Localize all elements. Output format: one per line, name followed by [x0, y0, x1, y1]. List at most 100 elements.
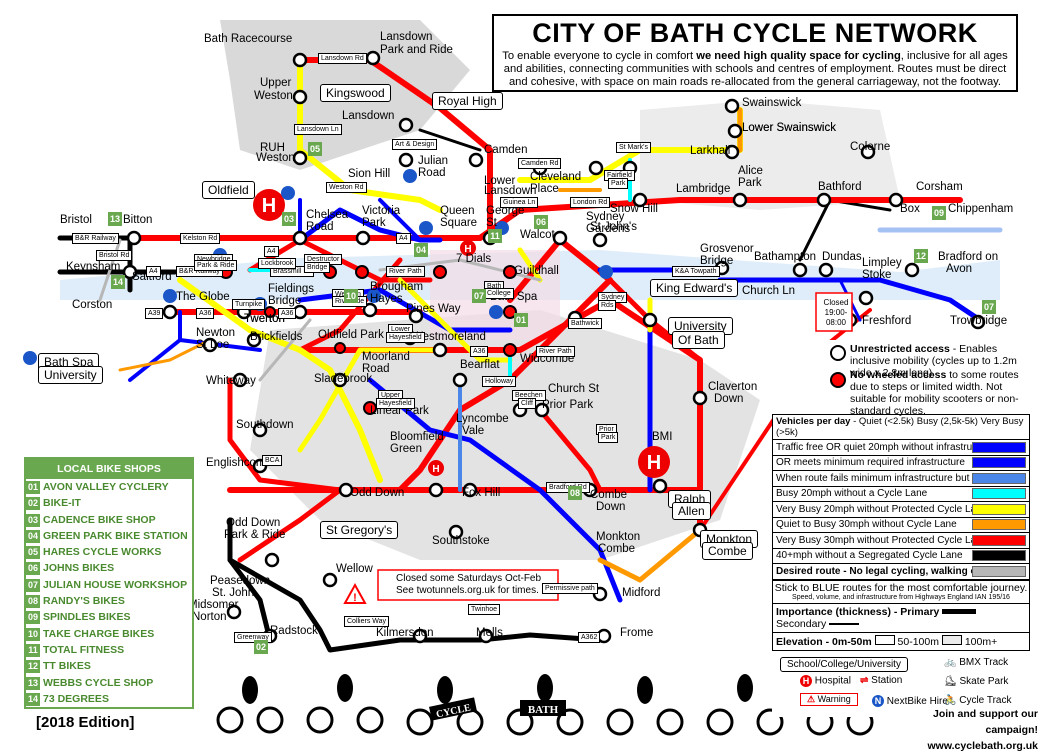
shop-number-marker: 01: [514, 313, 528, 327]
shop-number-marker: 14: [111, 275, 125, 289]
road-label: St Mark's: [616, 142, 651, 153]
shop-name: RANDY'S BIKES: [43, 595, 125, 608]
place-label: Twerton: [244, 313, 285, 325]
road-label: Park: [608, 178, 629, 189]
road-label: Holloway: [482, 376, 517, 387]
place-label: Alice: [738, 165, 763, 177]
cycletrack-icon: 🚴: [944, 694, 957, 706]
shop-number-marker: 11: [488, 229, 502, 243]
place-label: Road: [306, 221, 334, 233]
svg-text:BATH: BATH: [528, 704, 559, 716]
legend-row: OR meets minimum required infrastructure: [773, 456, 1029, 471]
place-label: Park & Ride: [224, 529, 286, 541]
place-label: Moorland: [362, 351, 410, 363]
road-label: Camden Rd: [518, 158, 562, 169]
shop-name: JOHNS BIKES: [43, 562, 115, 575]
place-label: Bitton: [123, 214, 153, 226]
road-label: Lockbrook: [258, 258, 297, 269]
shop-number: 02: [26, 497, 40, 511]
legend-row-label: When route fails minimum infrastructure …: [776, 472, 972, 484]
place-label: St: [486, 217, 497, 229]
place-label: Midford: [622, 587, 661, 599]
shops-title: LOCAL BIKE SHOPS: [26, 459, 192, 479]
place-label: Saltford: [132, 271, 172, 283]
shop-name: AVON VALLEY CYCLERY: [43, 481, 169, 493]
legend-row: When route fails minimum infrastructure …: [773, 471, 1029, 487]
road-label: A36: [470, 346, 489, 357]
boxed-place-label: Combe: [702, 542, 753, 560]
place-label: Southstoke: [432, 535, 490, 547]
place-label: Lansdown: [342, 110, 395, 122]
place-label: Grosvenor: [700, 243, 754, 255]
place-label: Frome: [620, 627, 654, 639]
stick-note: Stick to BLUE routes for the most comfor…: [773, 579, 1029, 594]
place-label: Square: [440, 217, 478, 229]
place-label: Bristol: [60, 214, 92, 226]
shop-number: 07: [26, 578, 40, 592]
elevation-mid-east: [640, 100, 900, 210]
shop-number: 11: [26, 643, 40, 657]
place-label: Avon: [946, 263, 973, 275]
legend-row-label: Very Busy 30mph without Protected Cycle …: [776, 534, 972, 546]
campaign-link[interactable]: www.cyclebath.org.uk: [927, 740, 1038, 751]
place-label: Brickfields: [250, 331, 303, 343]
elevation-row: Elevation - 0m-50m 50-100m 100m+: [773, 631, 1029, 650]
shop-name: TT BIKES: [43, 660, 91, 673]
road-label: Twinhoe: [468, 604, 501, 615]
boxed-place-label: St Gregory's: [320, 521, 399, 539]
title-panel: CITY OF BATH CYCLE NETWORK To enable eve…: [492, 14, 1018, 92]
place-label: Larkhall: [690, 145, 731, 157]
road-label: London Rd: [570, 197, 611, 208]
place-label: Monkton: [596, 531, 641, 543]
place-label: Lower Swainswick: [742, 122, 836, 134]
road-label: River Path: [386, 266, 425, 277]
nowheel-text: No wheeled access to some routes due to …: [850, 369, 1019, 417]
road-label: Cliff: [518, 398, 536, 409]
place-label: Bath Racecourse: [204, 33, 293, 45]
legend-row-label: Quiet to Busy 30mph without Cycle Lane: [776, 519, 957, 531]
shop-name: CADENCE BIKE SHOP: [43, 513, 156, 526]
shop-name: SPINDLES BIKES: [43, 611, 131, 624]
road-label: Park: [598, 432, 619, 443]
stick-source: Speed, volume, and infrastructure from H…: [792, 593, 1010, 601]
legend-swatch: [972, 441, 1026, 453]
shop-name: JULIAN HOUSE WORKSHOP: [43, 578, 188, 591]
place-label: Camden: [484, 144, 528, 156]
place-label: Chelsea: [306, 209, 349, 221]
importance-row: Importance (thickness) - Primary Seconda…: [773, 602, 1029, 632]
place-label: Weston: [254, 90, 293, 102]
place-label: Odd Down: [350, 487, 405, 499]
place-label: 7 Dials: [456, 253, 492, 265]
svg-text:H: H: [647, 452, 661, 474]
road-label: Guinea Ln: [500, 197, 539, 208]
place-label: Lower: [484, 175, 516, 187]
legend-row: Quiet to Busy 30mph without Cycle Lane: [773, 518, 1029, 533]
hospital-key-icon: H: [800, 674, 812, 687]
legend-row-label: Desired route - No legal cycling, walkin…: [776, 565, 972, 577]
place-label: Swainswick: [742, 97, 802, 109]
road-label: Hayesfield: [376, 398, 415, 409]
place-label: Gardens: [586, 223, 631, 235]
place-label: Stoke: [862, 269, 892, 281]
legend-row: Busy 20mph without a Cycle Lane: [773, 487, 1029, 502]
road-label: Turnpike: [232, 299, 265, 310]
place-label: Bridge: [700, 255, 734, 267]
place-label: Box: [900, 203, 920, 215]
place-label: Road: [418, 167, 446, 179]
road-label: Art & Design: [392, 139, 438, 150]
place-label: St John's: [590, 221, 637, 233]
legend-row: Traffic free OR quiet 20mph without infr…: [773, 440, 1029, 456]
nextbike-key: N NextBike Hire: [872, 694, 948, 707]
place-label: RUH: [260, 142, 285, 154]
legend-row-label: 40+mph without a Segregated Cycle Lane: [776, 550, 963, 562]
legend-row: 40+mph without a Segregated Cycle Lane: [773, 549, 1029, 564]
shop-name: TAKE CHARGE BIKES: [43, 627, 155, 640]
legend-row-label: Traffic free OR quiet 20mph without infr…: [776, 441, 972, 453]
